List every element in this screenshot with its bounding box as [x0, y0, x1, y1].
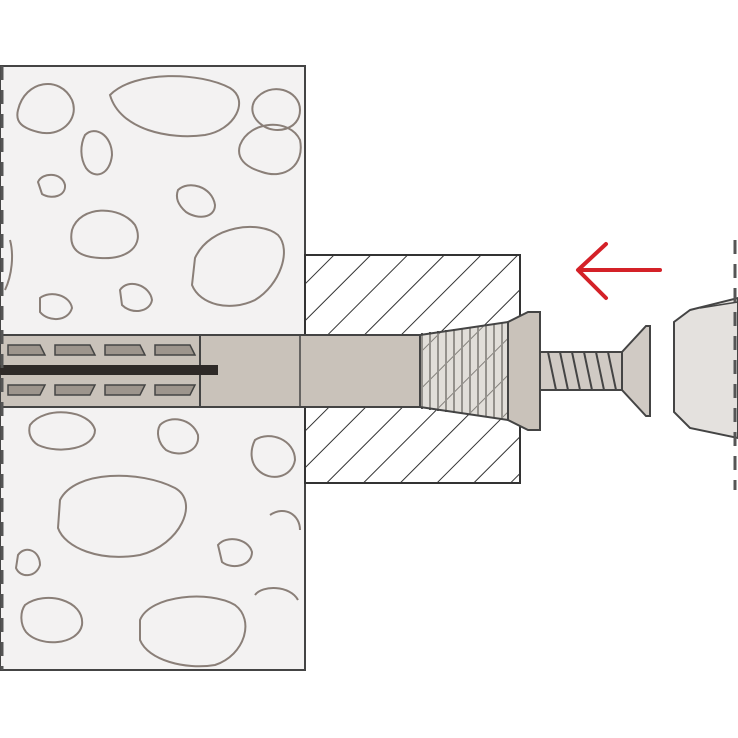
screw-thread: [547, 351, 617, 391]
left-arrow-icon: [576, 242, 662, 300]
anchor-expansion-teeth: [7, 344, 197, 396]
dashed-boundary-lines: [0, 66, 737, 670]
anchor-sleeve: [0, 311, 541, 431]
screw: [539, 325, 651, 417]
aggregate-stones: [4, 75, 302, 668]
screw-head: [621, 325, 651, 417]
screw-shaft-inside: [0, 365, 218, 375]
anchor-head-flange: [507, 311, 541, 431]
cover-cap: [673, 296, 738, 440]
